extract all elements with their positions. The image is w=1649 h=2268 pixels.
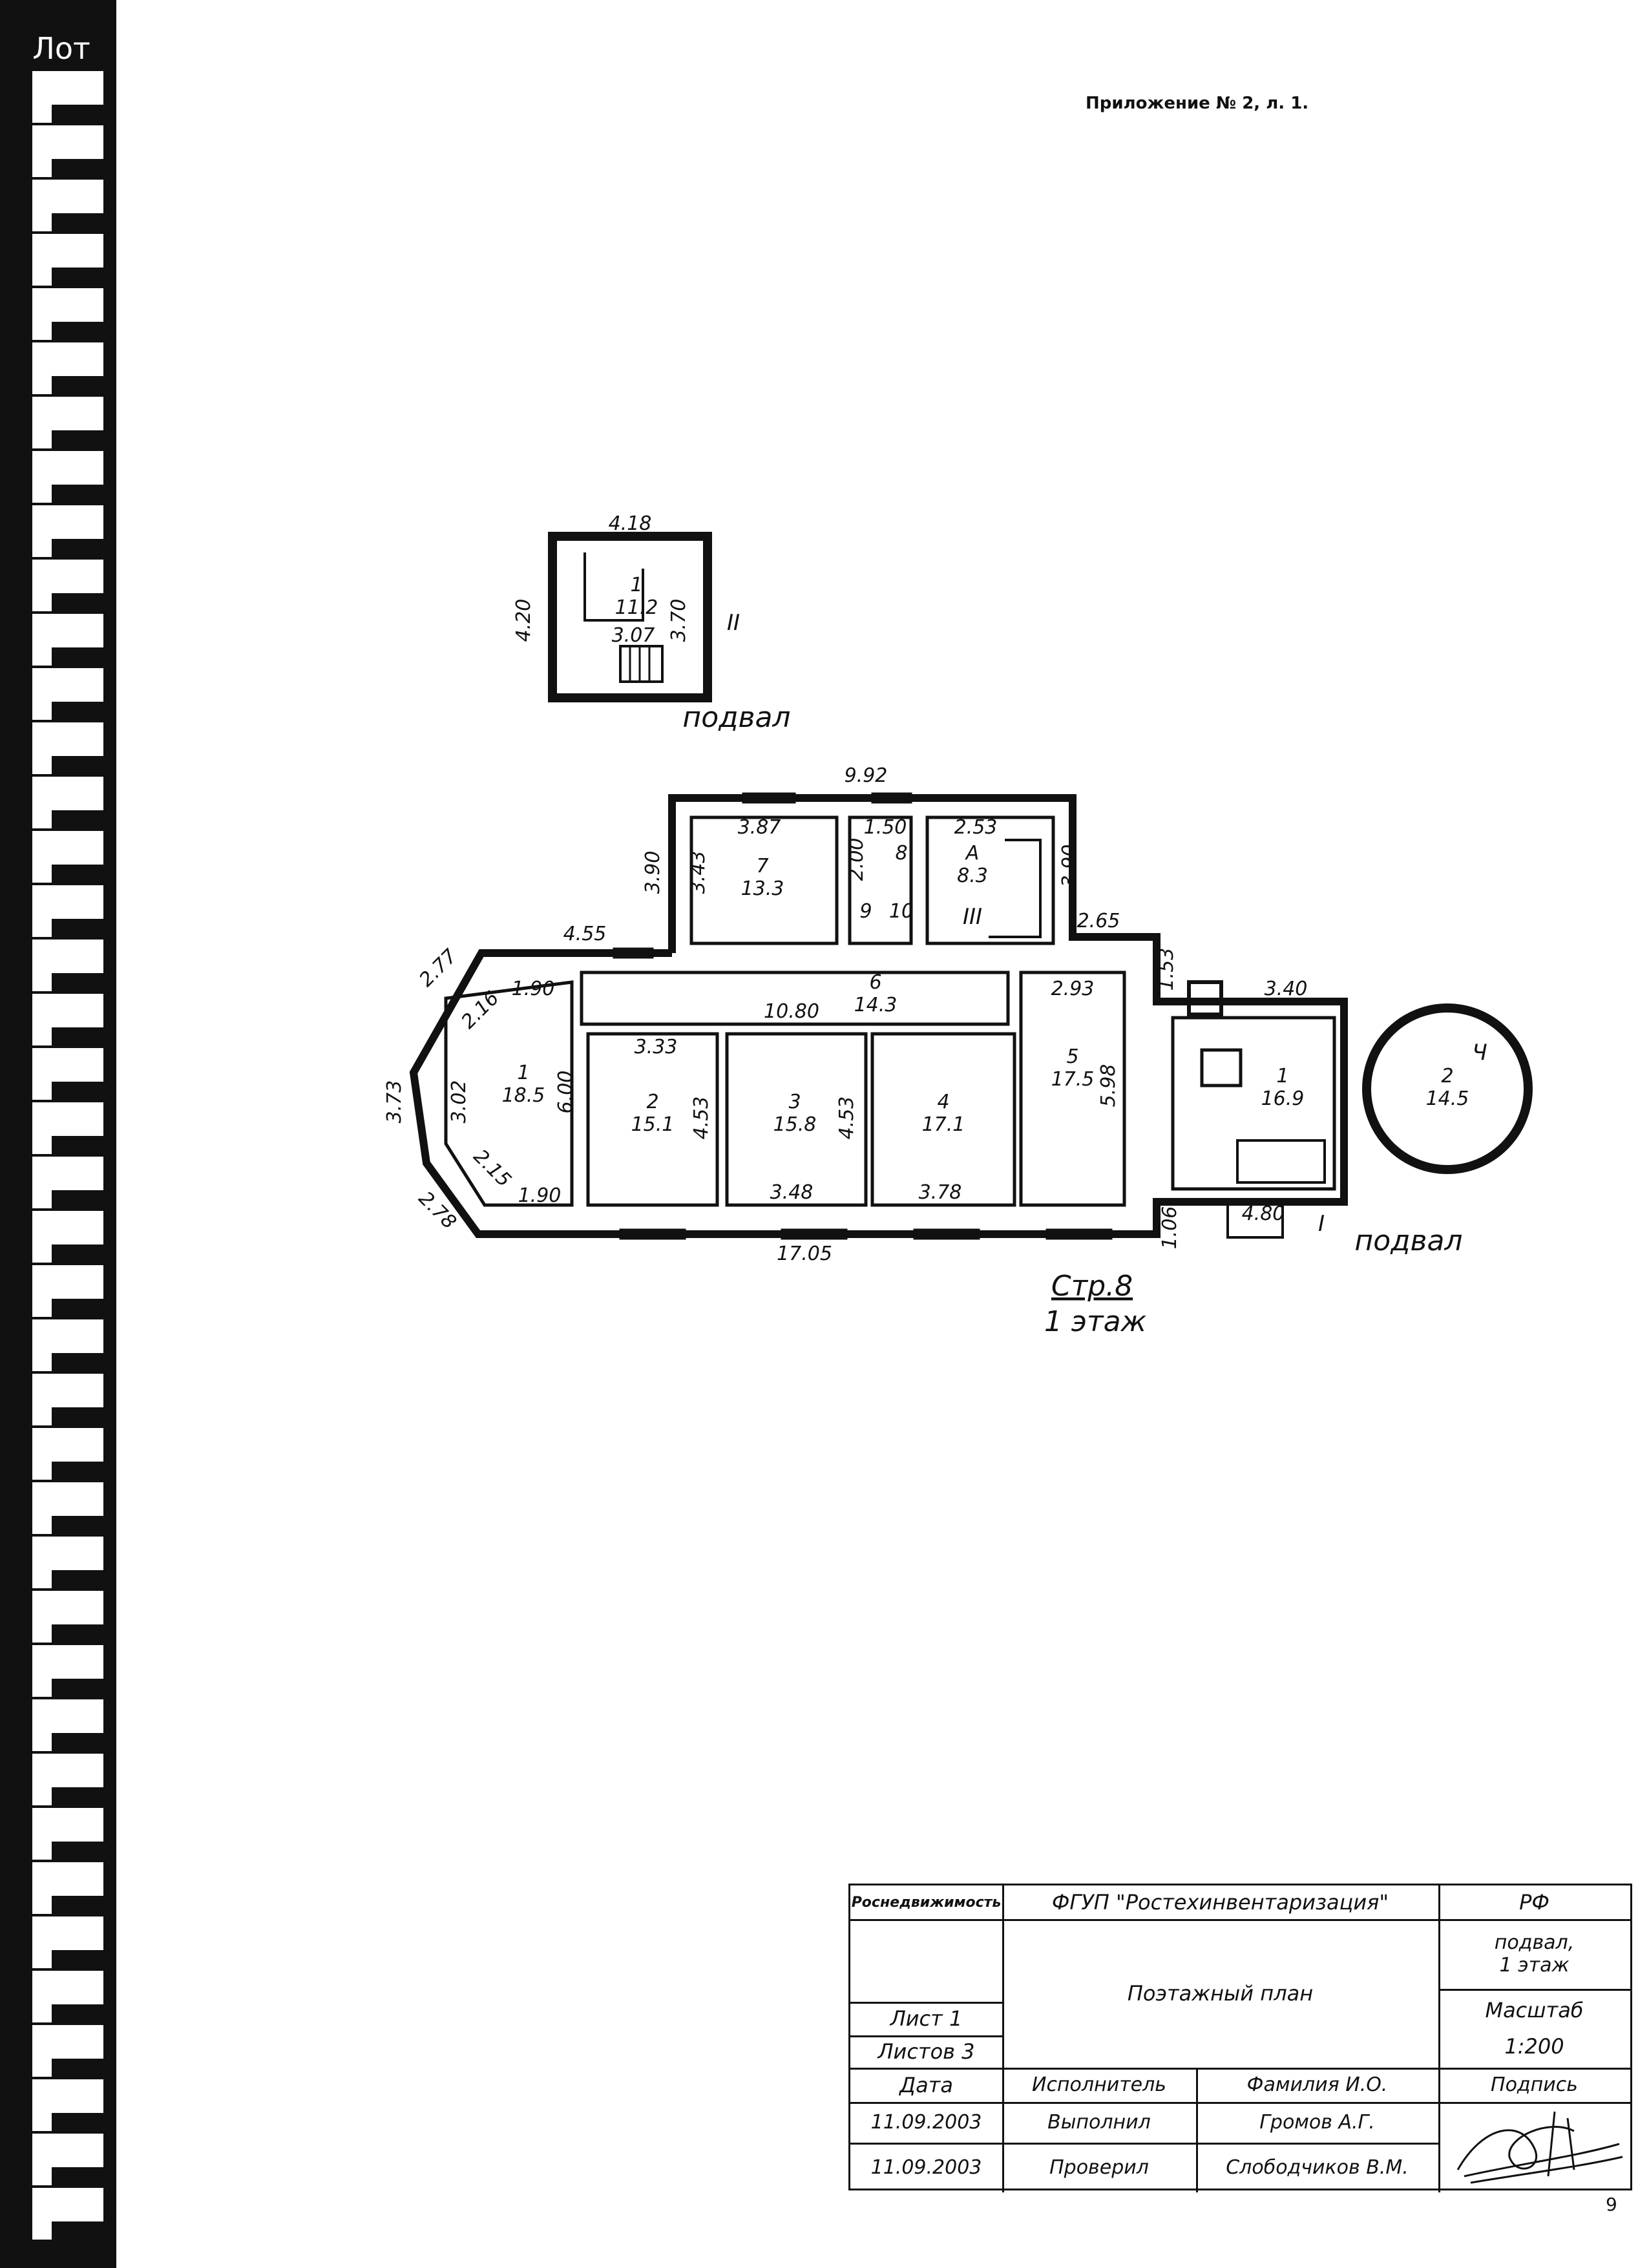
annex-room-number: 2 xyxy=(1441,1065,1453,1087)
annex-basement-label: подвал xyxy=(1354,1224,1462,1257)
dim-top: 9.92 xyxy=(845,764,888,787)
room-number: 6 xyxy=(869,971,881,994)
room-area: 18.5 xyxy=(502,1084,545,1107)
basement-dim-room: 3.07 xyxy=(612,624,655,647)
row2-name: Слободчиков В.М. xyxy=(1226,2156,1409,2179)
row1-name: Громов А.Г. xyxy=(1259,2111,1375,2134)
dim-annex-h: 1.06 xyxy=(1159,1206,1181,1250)
row2-date: 11.09.2003 xyxy=(870,2156,982,2179)
dim-bay-w1: 1.90 xyxy=(512,978,555,1000)
building-label: Стр.8 xyxy=(1051,1270,1133,1303)
dim-step: 2.65 xyxy=(1077,910,1120,932)
dim-left-wing: 4.55 xyxy=(563,923,607,945)
room-area: 17.1 xyxy=(922,1113,965,1136)
scale-label: Масштаб xyxy=(1485,1998,1584,2022)
room-number: 2 xyxy=(646,1091,658,1113)
dim-bay-w2: 1.90 xyxy=(518,1184,562,1207)
title-block: Роснедвижимость ФГУП "Ростехинвентаризац… xyxy=(848,1884,1632,2192)
dim-r3-w: 3.48 xyxy=(770,1181,814,1204)
scale-value: 1:200 xyxy=(1504,2034,1564,2059)
dim-r2-h: 4.53 xyxy=(690,1097,713,1140)
room-number: 1 xyxy=(517,1062,529,1084)
dim-bay-h3: 6.00 xyxy=(554,1071,577,1114)
room-number: 4 xyxy=(937,1091,949,1113)
dim-bottom: 17.05 xyxy=(777,1243,832,1265)
dim-left-h: 3.90 xyxy=(642,851,664,894)
room-number: 10 xyxy=(889,900,914,923)
dim-r5-h: 5.98 xyxy=(1097,1064,1120,1108)
sheet-count: Листов 3 xyxy=(877,2039,975,2064)
dim-r8-h: 2.00 xyxy=(845,838,868,881)
col-executor: Исполнитель xyxy=(1032,2074,1166,2096)
stair-mark-iii: III xyxy=(963,904,982,930)
tower-mark: Ч xyxy=(1472,1040,1487,1066)
dim-r5-w: 2.93 xyxy=(1051,978,1095,1000)
room-area: 15.1 xyxy=(631,1113,675,1136)
room-number: 5 xyxy=(1066,1045,1078,1068)
room-number: 8 xyxy=(895,842,907,865)
annex-room-number: 1 xyxy=(1276,1065,1288,1087)
basement-label: подвал xyxy=(682,701,790,734)
dim-r8-w: 1.50 xyxy=(864,816,907,839)
room-area: 17.5 xyxy=(1051,1068,1095,1091)
dim-r4-w: 3.78 xyxy=(919,1181,962,1204)
dim-ra-w: 2.53 xyxy=(954,816,998,839)
floor-label: 1 этаж xyxy=(1044,1305,1147,1338)
basement-stair-mark: II xyxy=(727,610,740,636)
lot-label: Лот xyxy=(19,26,103,71)
row1-date: 11.09.2003 xyxy=(870,2111,982,2134)
dim-corridor: 10.80 xyxy=(764,1000,819,1023)
signature-image xyxy=(1456,2111,1623,2184)
floors-label: подвал, 1 этаж xyxy=(1494,1931,1575,1977)
dim-annex-w: 3.40 xyxy=(1265,978,1308,1000)
dim-bay-h2: 3.02 xyxy=(448,1080,470,1124)
annex-room-area: 14.5 xyxy=(1426,1087,1469,1110)
dim-step2: 1.53 xyxy=(1155,948,1178,991)
basement-dim-height: 4.20 xyxy=(512,599,535,642)
room-area: 14.3 xyxy=(854,994,898,1016)
row1-role: Выполнил xyxy=(1047,2111,1151,2134)
agency-label: Роснедвижимость xyxy=(851,1894,1002,1911)
binding-strip xyxy=(0,0,116,2268)
org-label: ФГУП "Ростехинвентаризация" xyxy=(1051,1890,1389,1915)
room-area: 13.3 xyxy=(741,877,784,900)
dim-bay-h: 3.73 xyxy=(383,1080,406,1124)
col-name: Фамилия И.О. xyxy=(1246,2074,1388,2096)
dim-r3-h: 4.53 xyxy=(835,1097,858,1140)
appendix-label: Приложение № 2, л. 1. xyxy=(1086,94,1309,113)
dim-r2-w: 3.33 xyxy=(635,1036,678,1058)
room-number: 3 xyxy=(788,1091,801,1113)
stair-mark-i: I xyxy=(1318,1211,1325,1237)
basement-dim-inner: 3.70 xyxy=(667,599,690,642)
dim-bay-diag1: 2.16 xyxy=(457,987,503,1033)
dim-r7-w: 3.87 xyxy=(738,816,781,839)
dim-r7-h: 3.43 xyxy=(687,851,709,894)
basement-dim-width: 4.18 xyxy=(609,512,652,535)
dim-bay-top: 2.77 xyxy=(415,945,461,991)
corner-mark: 9 xyxy=(1606,2194,1617,2215)
room-number: 9 xyxy=(859,900,872,923)
dim-bay-diag2: 2.15 xyxy=(469,1145,516,1192)
annex-room-area: 16.9 xyxy=(1261,1087,1305,1110)
dim-annex-b: 4.80 xyxy=(1242,1202,1285,1225)
country-label: РФ xyxy=(1519,1890,1549,1915)
dim-right-h: 3.90 xyxy=(1058,845,1081,888)
doc-title: Поэтажный план xyxy=(1127,1981,1314,2006)
room-area: 15.8 xyxy=(773,1113,817,1136)
row2-role: Проверил xyxy=(1049,2156,1149,2179)
room-number: А xyxy=(965,842,980,865)
col-date: Дата xyxy=(899,2072,953,2097)
basement-room-num: 1 xyxy=(630,574,642,596)
sheet-number: Лист 1 xyxy=(890,2006,963,2031)
basement-room-area: 11.2 xyxy=(615,596,658,619)
room-number: 7 xyxy=(756,855,768,877)
room-area: 8.3 xyxy=(957,865,988,887)
col-signature: Подпись xyxy=(1491,2074,1578,2096)
